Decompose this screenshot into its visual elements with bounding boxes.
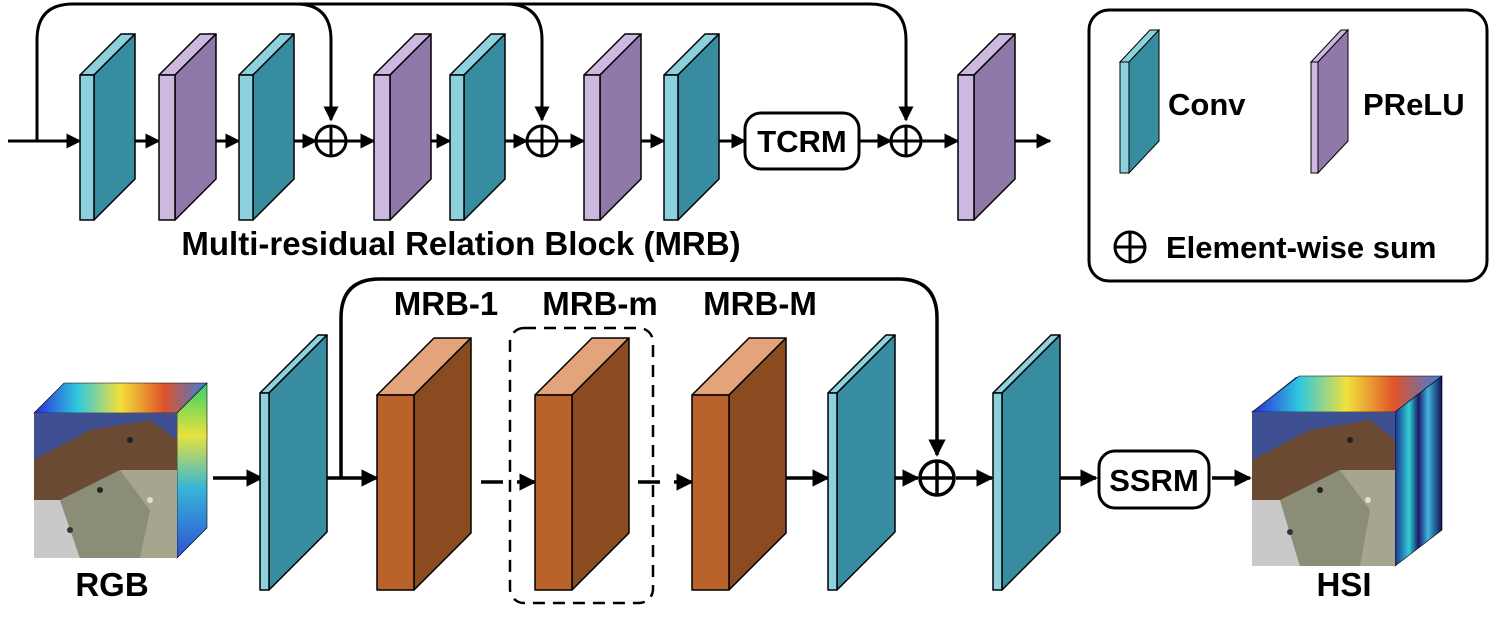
mrb-1-label: MRB-1 <box>394 285 499 322</box>
pipeline-conv-layer-3 <box>992 334 1061 591</box>
prelu-layer-8 <box>957 33 1016 221</box>
legend-prelu-swatch <box>1309 28 1350 175</box>
prelu-layer-6 <box>583 33 642 221</box>
mrb-1-block <box>376 337 472 591</box>
hsi-output-image <box>1251 375 1443 567</box>
ssrm-label: SSRM <box>1109 463 1199 498</box>
global-skip-connection <box>339 277 946 478</box>
mrb-detail: TCRM Multi-residual Relation Block (MRB) <box>8 2 1052 262</box>
hsi-label: HSI <box>1316 566 1371 603</box>
pipeline-conv-layer-2 <box>827 334 896 591</box>
element-wise-sum-icon <box>525 124 559 158</box>
element-wise-sum-icon <box>314 124 348 158</box>
mrb-m-block <box>534 337 630 591</box>
ssrm-module: SSRM <box>1097 449 1211 510</box>
pipeline-conv-layer-1 <box>259 334 328 591</box>
tcrm-label: TCRM <box>757 124 847 159</box>
legend-conv-label: Conv <box>1168 87 1246 122</box>
mrb-m-label: MRB-m <box>542 285 657 322</box>
mrb-title: Multi-residual Relation Block (MRB) <box>181 225 740 262</box>
skip-connection-3 <box>500 2 914 122</box>
legend-sum-label: Element-wise sum <box>1166 230 1436 265</box>
conv-layer-3 <box>238 33 295 221</box>
legend-prelu-label: PReLU <box>1363 87 1465 122</box>
mrb-m-highlight-box <box>508 326 655 605</box>
tcrm-module: TCRM <box>743 111 861 171</box>
conv-layer-7 <box>663 33 720 221</box>
prelu-layer-2 <box>158 33 217 221</box>
mrb-layers <box>79 33 1016 221</box>
pipeline-mrb-blocks <box>376 337 787 591</box>
mrb-M-block <box>691 337 787 591</box>
mrb-M-label: MRB-M <box>703 285 817 322</box>
pipeline: RGB HSI <box>33 277 1443 605</box>
pipeline-conv-layers <box>259 334 1061 591</box>
legend-sum-icon <box>1113 230 1147 264</box>
element-wise-sum-icon <box>889 124 923 158</box>
rgb-input-image <box>33 382 208 559</box>
legend-conv-swatch <box>1118 28 1161 175</box>
conv-layer-1 <box>79 33 136 221</box>
skip-connection-1 <box>35 2 339 141</box>
global-sum-icon <box>918 459 956 497</box>
legend: Conv PReLU Element-wise sum <box>1087 8 1489 283</box>
rgb-label: RGB <box>75 566 148 603</box>
conv-layer-5 <box>449 33 506 221</box>
prelu-layer-4 <box>373 33 432 221</box>
